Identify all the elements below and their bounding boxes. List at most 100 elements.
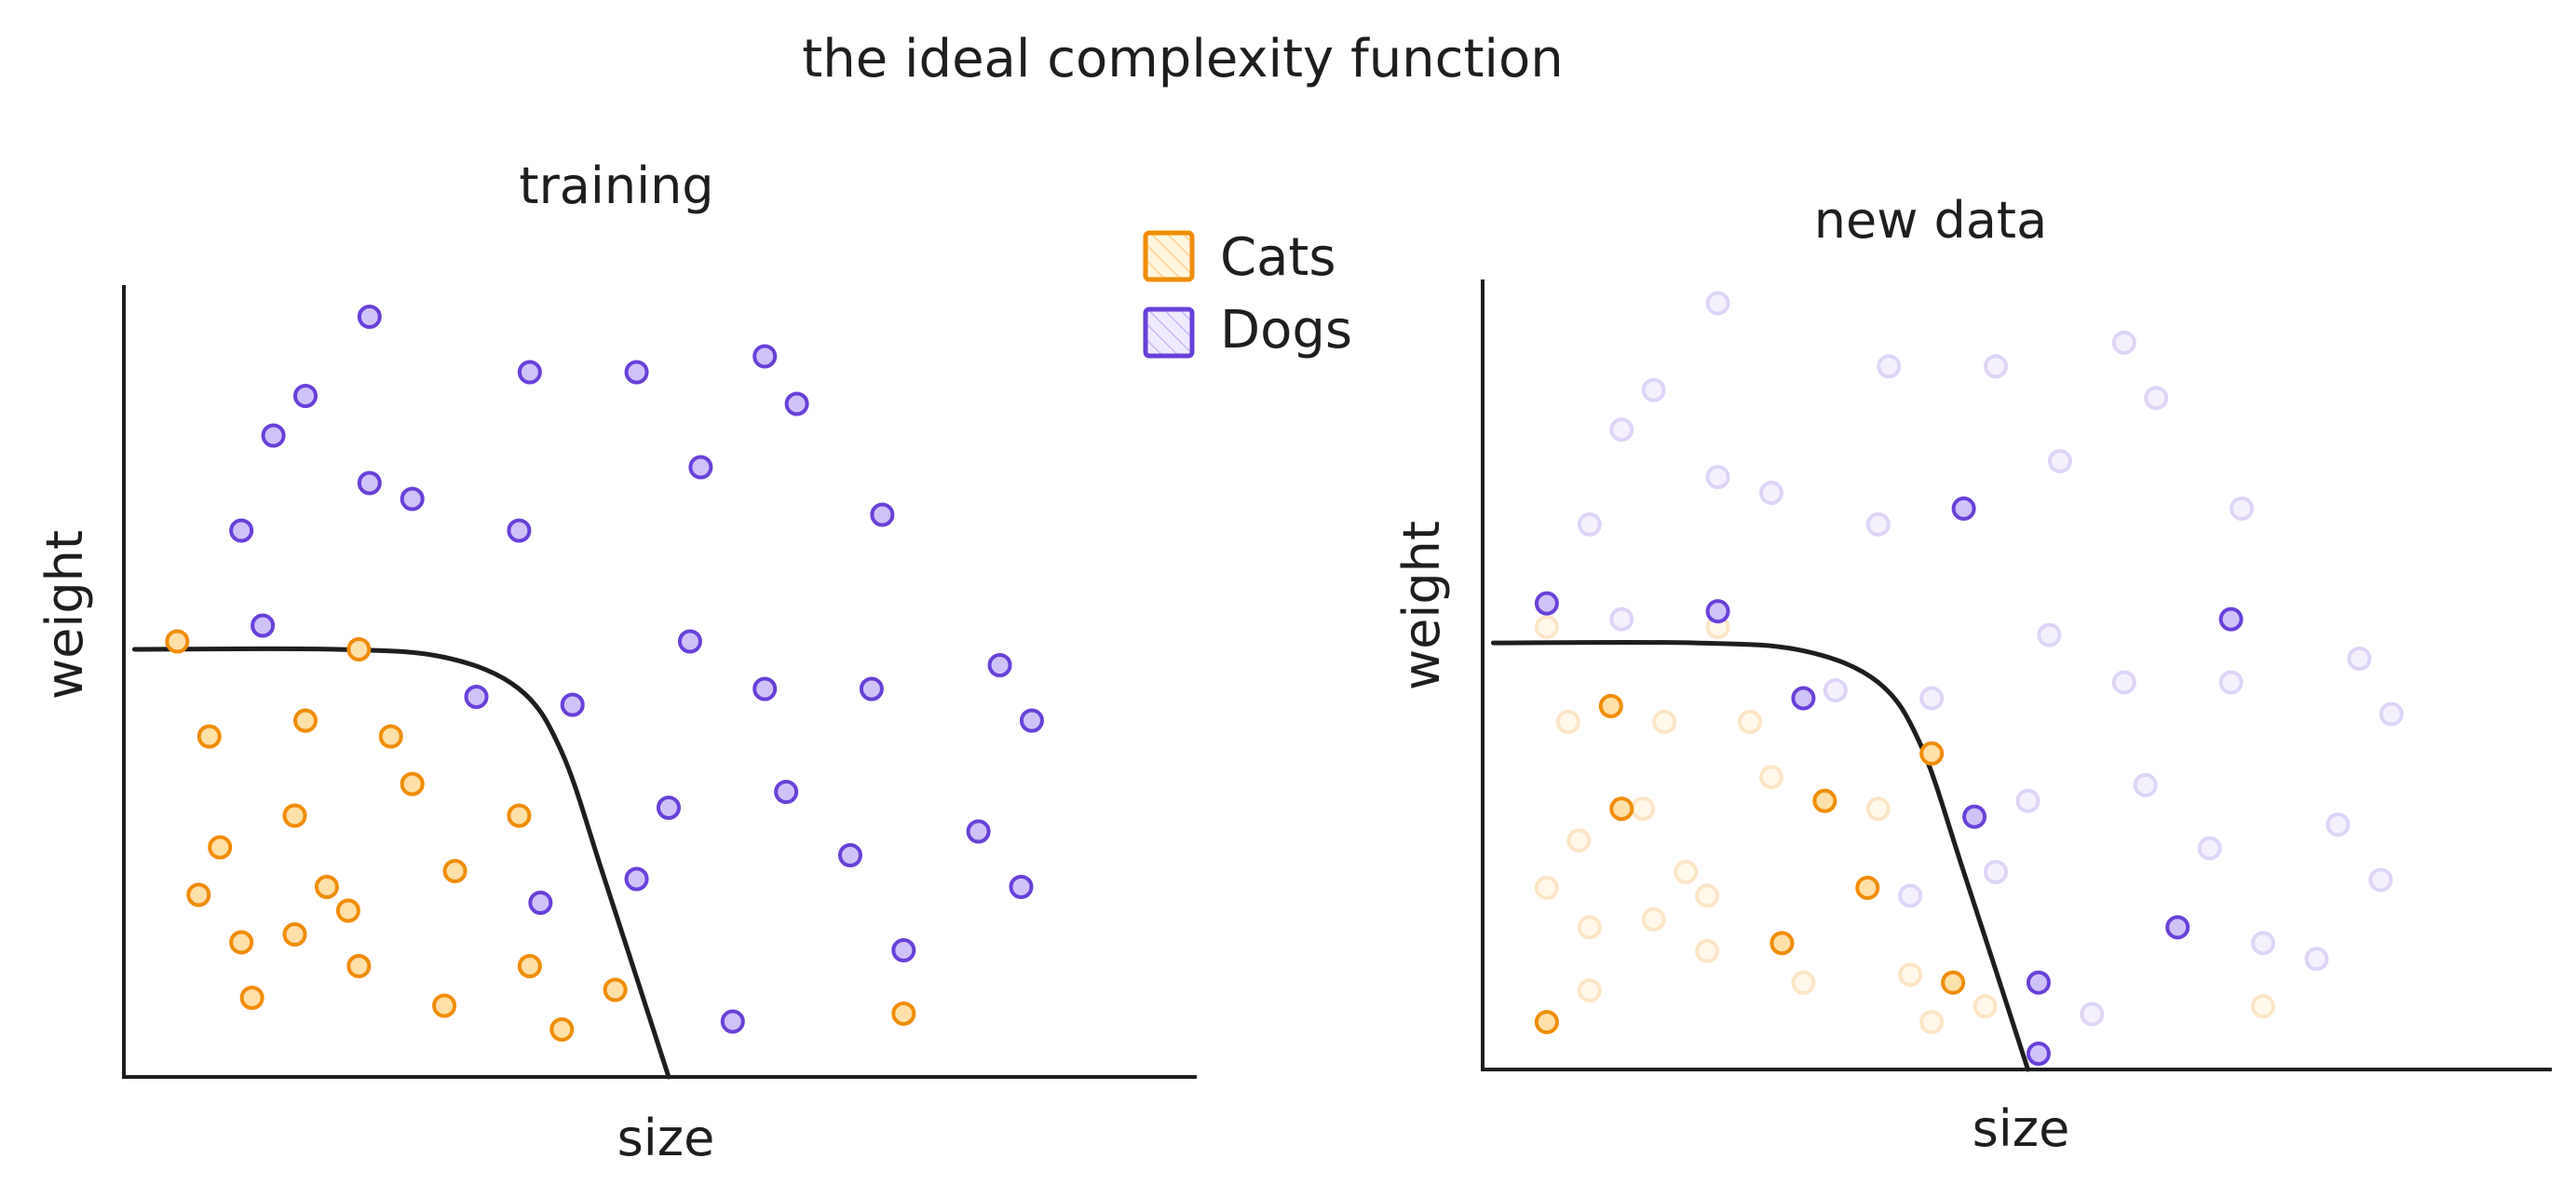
- training-highlighted-cats-point-2: [346, 637, 372, 661]
- new-data-faded-dogs-point-11: [1577, 511, 1602, 537]
- new-data-highlighted-dogs-point-9: [2026, 1042, 2051, 1067]
- figure-title: the ideal complexity function: [802, 29, 1563, 89]
- new-data-highlighted-cats-point-7: [1941, 970, 1966, 995]
- new-data-faded-dogs-point-17: [1823, 677, 1848, 702]
- training-points: [165, 305, 1044, 1042]
- training-highlighted-cats-point-4: [292, 708, 318, 733]
- training-highlighted-dogs-point-7: [784, 391, 809, 416]
- new-data-faded-dogs-point-3: [1609, 417, 1634, 443]
- new-data-faded-cats-point-6: [1758, 765, 1783, 790]
- training-highlighted-cats-point-16: [346, 954, 372, 978]
- training-highlighted-cats-point-5: [378, 724, 403, 749]
- new-data-faded-cats-point-10: [1674, 860, 1699, 884]
- new-data-faded-points: [1534, 291, 2404, 1035]
- training-highlighted-dogs-point-24: [624, 866, 649, 892]
- training-highlighted-dogs-point-4: [517, 360, 542, 385]
- legend-dogs-label: Dogs: [1220, 300, 1352, 361]
- new-data-faded-dogs-point-13: [2230, 496, 2255, 521]
- new-data-faded-cats-point-1: [1534, 615, 1559, 640]
- new-data-faded-dogs-point-12: [1865, 511, 1891, 537]
- new-data-faded-dogs-point-21: [2379, 702, 2404, 727]
- new-data-faded-cats-point-11: [1695, 883, 1720, 908]
- training-highlighted-dogs-point-15: [677, 629, 702, 654]
- new-data-faded-dogs-point-23: [2133, 772, 2158, 797]
- training-highlighted-cats-point-10: [186, 882, 211, 907]
- new-data-faded-dogs-point-30: [2080, 1001, 2105, 1027]
- new-data-faded-cats-point-18: [1898, 962, 1923, 988]
- new-data-highlighted-dogs-point-2: [1705, 599, 1730, 624]
- new-data-highlighted-cats-point-3: [1609, 797, 1634, 822]
- training-panel: training size weight: [35, 157, 1197, 1167]
- new-data-highlighted-dogs-point-4: [1951, 496, 1976, 521]
- new-data-faded-cats-point-21: [2251, 994, 2276, 1019]
- training-highlighted-dogs-point-23: [774, 780, 799, 804]
- training-highlighted-dogs-point-17: [464, 685, 489, 709]
- legend-cats-swatch: [1143, 230, 1195, 282]
- training-highlighted-dogs-point-1: [357, 305, 382, 329]
- new-data-faded-cats-point-12: [1534, 875, 1559, 900]
- new-data-faded-dogs-point-15: [2037, 622, 2062, 647]
- training-highlighted-dogs-point-27: [966, 819, 991, 844]
- training-highlighted-dogs-point-10: [688, 455, 713, 480]
- new-data-title: new data: [1814, 191, 2047, 250]
- new-data-faded-dogs-point-16: [2347, 647, 2372, 672]
- new-data-faded-cats-point-13: [1577, 915, 1602, 940]
- new-data-highlighted-dogs-point-5: [2218, 606, 2244, 632]
- training-highlighted-dogs-point-8: [357, 470, 382, 496]
- new-data-points: [1534, 496, 2244, 1067]
- new-data-faded-cats-point-7: [1631, 797, 1656, 822]
- new-data-faded-dogs-point-6: [2111, 330, 2136, 355]
- new-data-faded-dogs-point-1: [1705, 291, 1730, 316]
- new-data-decision-boundary: [1490, 639, 2030, 1072]
- training-highlighted-cats-point-11: [314, 875, 339, 899]
- training-highlighted-dogs-point-12: [507, 518, 532, 543]
- new-data-faded-dogs-point-25: [1898, 883, 1923, 908]
- training-highlighted-cats-point-3: [197, 724, 222, 749]
- legend-dogs-swatch: [1143, 307, 1195, 359]
- new-data-faded-cats-point-20: [1973, 994, 1998, 1019]
- new-data-faded-dogs-point-2: [1641, 377, 1666, 402]
- training-y-label: weight: [35, 530, 94, 700]
- training-highlighted-cats-point-21: [603, 977, 628, 1002]
- new-data-faded-dogs-point-20: [2218, 670, 2244, 695]
- new-data-highlighted-cats-point-2: [1919, 741, 1945, 766]
- new-data-faded-dogs-point-10: [2047, 449, 2072, 474]
- training-highlighted-dogs-point-16: [987, 653, 1012, 677]
- training-highlighted-cats-point-12: [335, 898, 360, 923]
- new-data-faded-cats-point-4: [1652, 709, 1677, 734]
- new-data-faded-cats-point-8: [1865, 797, 1891, 822]
- training-highlighted-cats-point-19: [517, 954, 542, 978]
- training-highlighted-dogs-point-6: [752, 344, 778, 369]
- training-highlighted-dogs-point-29: [891, 938, 916, 962]
- new-data-faded-dogs-point-5: [1984, 354, 2009, 379]
- new-data-faded-dogs-point-26: [2197, 836, 2222, 861]
- training-highlighted-cats-point-9: [208, 835, 233, 860]
- new-data-panel: new data size weight: [1392, 191, 2552, 1158]
- training-highlighted-cats-point-6: [282, 803, 307, 828]
- new-data-faded-cats-point-5: [1738, 709, 1762, 734]
- new-data-x-label: size: [1973, 1099, 2070, 1158]
- training-highlighted-dogs-point-2: [292, 384, 318, 408]
- new-data-highlighted-dogs-point-3: [1791, 686, 1816, 711]
- new-data-faded-dogs-point-31: [2304, 947, 2329, 972]
- training-highlighted-dogs-point-26: [837, 843, 862, 867]
- new-data-faded-cats-point-9: [1566, 828, 1592, 853]
- training-highlighted-dogs-point-3: [261, 423, 286, 448]
- training-highlighted-dogs-point-14: [251, 613, 276, 638]
- new-data-faded-dogs-point-18: [1919, 686, 1945, 711]
- training-highlighted-cats-point-7: [400, 771, 425, 797]
- new-data-y-label: weight: [1392, 521, 1451, 690]
- new-data-faded-cats-point-14: [1641, 906, 1666, 932]
- training-highlighted-dogs-point-25: [528, 891, 553, 915]
- training-highlighted-dogs-point-21: [1019, 708, 1044, 733]
- training-highlighted-dogs-point-11: [229, 518, 254, 543]
- training-highlighted-cats-point-15: [282, 922, 307, 947]
- training-highlighted-dogs-point-18: [560, 692, 585, 717]
- new-data-highlighted-cats-point-6: [1769, 931, 1795, 956]
- training-highlighted-dogs-point-19: [752, 676, 778, 702]
- new-data-faded-dogs-point-7: [2144, 386, 2169, 411]
- new-data-faded-dogs-point-9: [1758, 480, 1783, 505]
- training-highlighted-dogs-point-28: [1009, 875, 1034, 899]
- training-highlighted-cats-point-18: [432, 993, 457, 1018]
- new-data-faded-dogs-point-4: [1877, 354, 1902, 379]
